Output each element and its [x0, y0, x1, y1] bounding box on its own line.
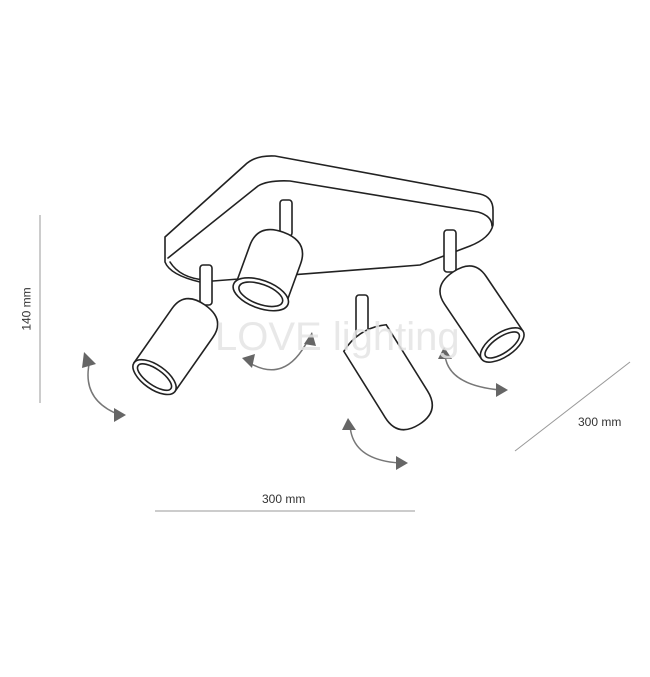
ceiling-plate — [164, 155, 494, 283]
spotlight-left — [132, 297, 219, 396]
spotlight-back-left — [232, 228, 304, 312]
watermark: LOVE lighting — [215, 315, 460, 359]
width-label: 300 mm — [262, 492, 306, 506]
spotlight-right — [439, 265, 525, 363]
spotlight-front — [342, 323, 434, 431]
depth-dimension-line — [514, 361, 631, 452]
rotation-arrows — [82, 332, 508, 470]
depth-label: 300 mm — [578, 415, 622, 429]
height-label: 140 mm — [19, 287, 34, 331]
